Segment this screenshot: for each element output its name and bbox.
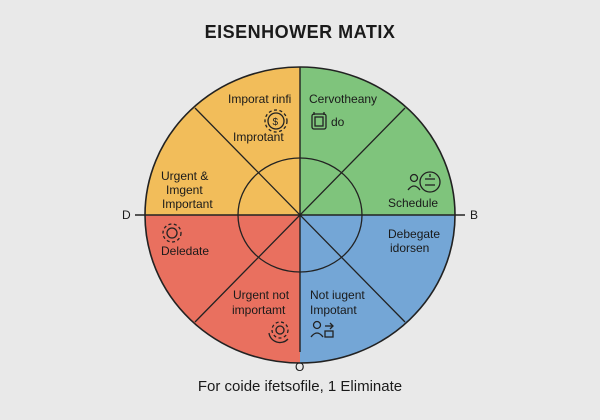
svg-text:$: $ (273, 117, 279, 128)
bottom-left-lower-label-line2: importamt (232, 303, 286, 317)
inner-circle (237, 157, 363, 273)
bottom-right-lower-label-line1: Not iugent (310, 288, 365, 302)
top-left-upper-label-line1: Imporat rinfi (228, 92, 291, 106)
quadrant-top-left (145, 67, 300, 215)
axis-label-right: B (470, 208, 478, 222)
quadrant-top-right (300, 67, 455, 215)
bottom-left-upper-label: Deledate (161, 244, 209, 258)
top-left-upper-label-line2: Improtant (233, 130, 284, 144)
top-right-upper-label-line1: Cervotheany (309, 92, 377, 106)
top-right-lower-label: Schedule (388, 196, 438, 210)
bottom-left-lower-label-line1: Urgent not (233, 288, 290, 302)
diagram-caption: For coide ifetsofile, 1 Eliminate (197, 378, 403, 395)
top-right-upper-label-line2: do (331, 115, 345, 129)
bottom-right-upper-label-line1: Debegate (388, 227, 440, 241)
bottom-right-upper-label-line2: idorsen (390, 241, 429, 255)
top-left-lower-label-line2: Imgent (166, 183, 203, 197)
axis-label-left: D (122, 208, 131, 222)
gear-icon (162, 223, 182, 243)
top-left-lower-label-line3: Important (162, 197, 213, 211)
bottom-right-lower-label-line2: Impotant (310, 303, 357, 317)
person-delegate-icon (310, 320, 334, 338)
quadrant-bottom-left (145, 215, 300, 363)
quadrant-bottom-right (300, 215, 455, 363)
gear-dollar-icon: $ (264, 109, 288, 133)
axis-label-bottom: O (295, 360, 304, 374)
top-left-lower-label-line1: Urgent & (161, 169, 208, 183)
gear-cycle-icon (268, 321, 289, 344)
people-timer-icon (407, 171, 441, 193)
diagram-title: EISENHOWER MATIX (204, 22, 396, 42)
calendar-icon (311, 112, 327, 130)
